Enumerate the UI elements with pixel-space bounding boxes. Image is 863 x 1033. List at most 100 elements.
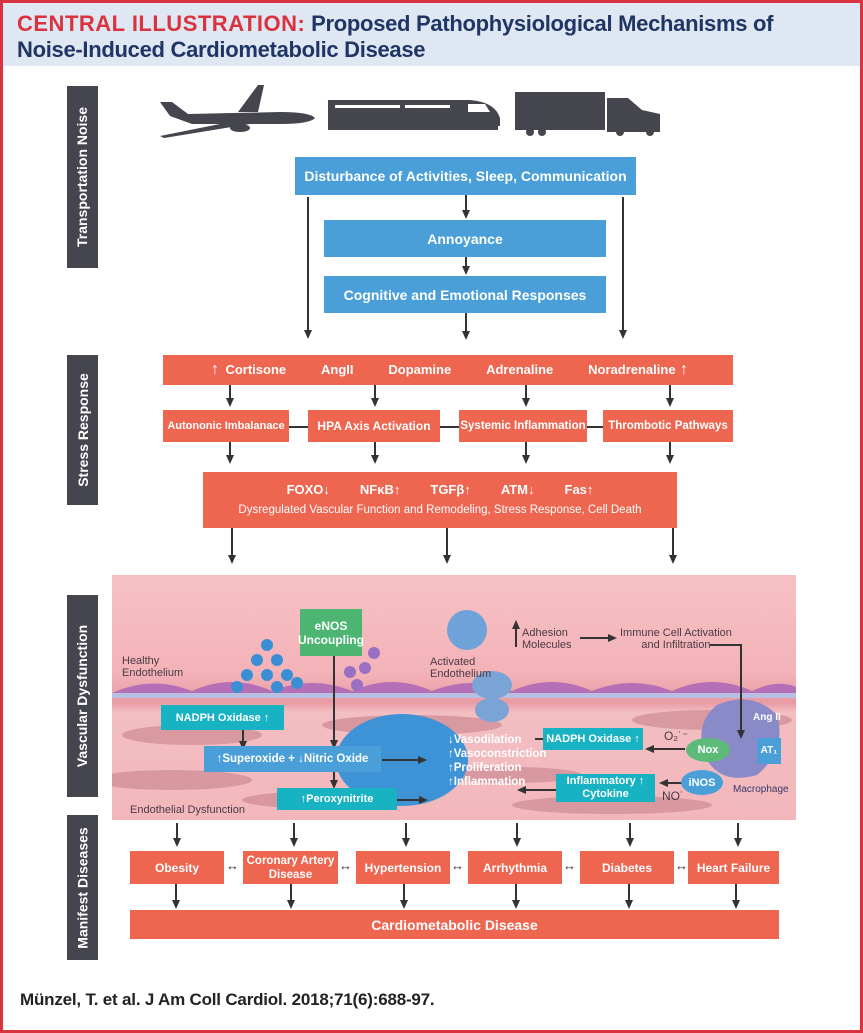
disease-box: Diabetes <box>580 851 674 884</box>
arrow-head <box>226 455 234 464</box>
up-arrow-icon: ↑ <box>211 361 219 378</box>
section-label-stress: Stress Response <box>67 355 98 505</box>
arrow-line <box>525 385 527 399</box>
bidirectional-arrow-icon: ↔ <box>675 858 688 873</box>
ang2-label: Ang II <box>753 712 781 723</box>
arrow-head <box>290 838 298 847</box>
arrow-head <box>512 900 520 909</box>
arrow-head <box>239 741 247 750</box>
at1-receptor: AT₁ <box>757 738 781 764</box>
arrow-head <box>522 455 530 464</box>
section-label-transportation: Transportation Noise <box>67 86 98 268</box>
peroxynitrite-box: ↑Peroxynitrite <box>277 788 397 810</box>
arrow-line <box>465 195 467 212</box>
arrow-head <box>371 455 379 464</box>
arrow-head <box>732 900 740 909</box>
title-text-1: Proposed Pathophysiological Mechanisms o… <box>311 11 774 36</box>
arrow-line <box>231 528 233 556</box>
arrow-head <box>666 455 674 464</box>
arrow-line <box>405 823 407 839</box>
arrow-line <box>333 772 335 782</box>
arrow-line <box>525 789 556 791</box>
arrow-line <box>307 197 309 332</box>
arrow-head <box>512 620 520 629</box>
cytokine-box: Inflammatory ↑Cytokine <box>556 774 655 802</box>
arrow-line <box>740 644 742 732</box>
arrow-head <box>619 330 627 339</box>
arrow-head <box>226 398 234 407</box>
arrow-line <box>669 442 671 456</box>
disease-box: Heart Failure <box>688 851 779 884</box>
effect-item: ↑Proliferation <box>448 762 522 774</box>
up-arrow-icon: ↑ <box>680 361 688 378</box>
effect-item: ↓Vasodilation <box>448 734 522 746</box>
arrow-line <box>737 823 739 839</box>
arrow-head <box>173 838 181 847</box>
hormone-item: Dopamine <box>388 362 452 377</box>
arrow-line <box>580 637 610 639</box>
arrow-line <box>293 823 295 839</box>
section-label-text: Vascular Dysfunction <box>74 624 91 768</box>
arrow-line <box>382 759 420 761</box>
pathway-box: Systemic Inflammation <box>459 410 587 442</box>
cognitive-box: Cognitive and Emotional Responses <box>324 276 606 313</box>
no-label: NO˙ <box>662 789 684 803</box>
arrow-head <box>517 786 526 794</box>
arrow-head <box>287 900 295 909</box>
train-icon <box>328 100 500 130</box>
disease-box: Coronary Artery Disease <box>243 851 338 884</box>
hormone-item: AngII <box>320 362 354 377</box>
arrow-head <box>522 398 530 407</box>
macrophage-label: Macrophage <box>733 784 789 795</box>
arrow-line <box>515 625 517 647</box>
hormones-bar: Cortisone AngII Dopamine Adrenaline Nora… <box>163 355 733 385</box>
immune-cell <box>447 610 487 650</box>
pathway-box: HPA Axis Activation <box>308 410 440 442</box>
arrow-line <box>333 656 335 741</box>
arrow-line <box>403 884 405 901</box>
disturbance-box: Disturbance of Activities, Sleep, Commun… <box>295 157 636 195</box>
effect-item: ↑Vasoconstriction <box>448 748 547 760</box>
disease-box: Arrhythmia <box>468 851 562 884</box>
hormone-item: Noradrenaline <box>588 362 676 377</box>
arrow-line <box>465 257 467 268</box>
arrow-head <box>626 838 634 847</box>
bidirectional-arrow-icon: ↔ <box>563 858 576 873</box>
arrow-head <box>513 838 521 847</box>
arrow-line <box>710 644 740 646</box>
airplane-icon <box>160 85 315 138</box>
arrow-line <box>667 782 683 784</box>
arrow-head <box>419 796 428 804</box>
arrow-line <box>290 884 292 901</box>
section-label-text: Manifest Diseases <box>74 826 91 949</box>
section-label-manifest: Manifest Diseases <box>67 815 98 960</box>
inos-ellipse: iNOS <box>681 770 723 795</box>
arrow-line <box>622 197 624 332</box>
arrow-head <box>330 780 338 789</box>
genes-box: FOXO↓ NFκB↑ TGFβ↑ ATM↓ Fas↑ Dysregulated… <box>203 472 677 528</box>
nadph-oxidase-left-box: NADPH Oxidase ↑ <box>161 705 284 730</box>
arrow-head <box>666 398 674 407</box>
arrow-line <box>374 442 376 456</box>
arrow-head <box>402 838 410 847</box>
vehicles <box>160 85 660 138</box>
arrow-line <box>446 528 448 556</box>
arrow-head <box>330 740 338 749</box>
arrow-line <box>397 799 421 801</box>
arrow-line <box>515 884 517 901</box>
arrow-head <box>443 555 451 564</box>
arrow-line <box>175 884 177 901</box>
section-label-vascular: Vascular Dysfunction <box>67 595 98 797</box>
arrow-line <box>176 823 178 839</box>
genes-row: FOXO↓ NFκB↑ TGFβ↑ ATM↓ Fas↑ <box>287 483 594 497</box>
disease-box: Hypertension <box>356 851 450 884</box>
hormone-item: Adrenaline <box>486 362 554 377</box>
arrow-line <box>465 313 467 333</box>
arrow-line <box>242 730 244 742</box>
nadph-oxidase-right-box: NADPH Oxidase ↑ <box>543 728 643 750</box>
